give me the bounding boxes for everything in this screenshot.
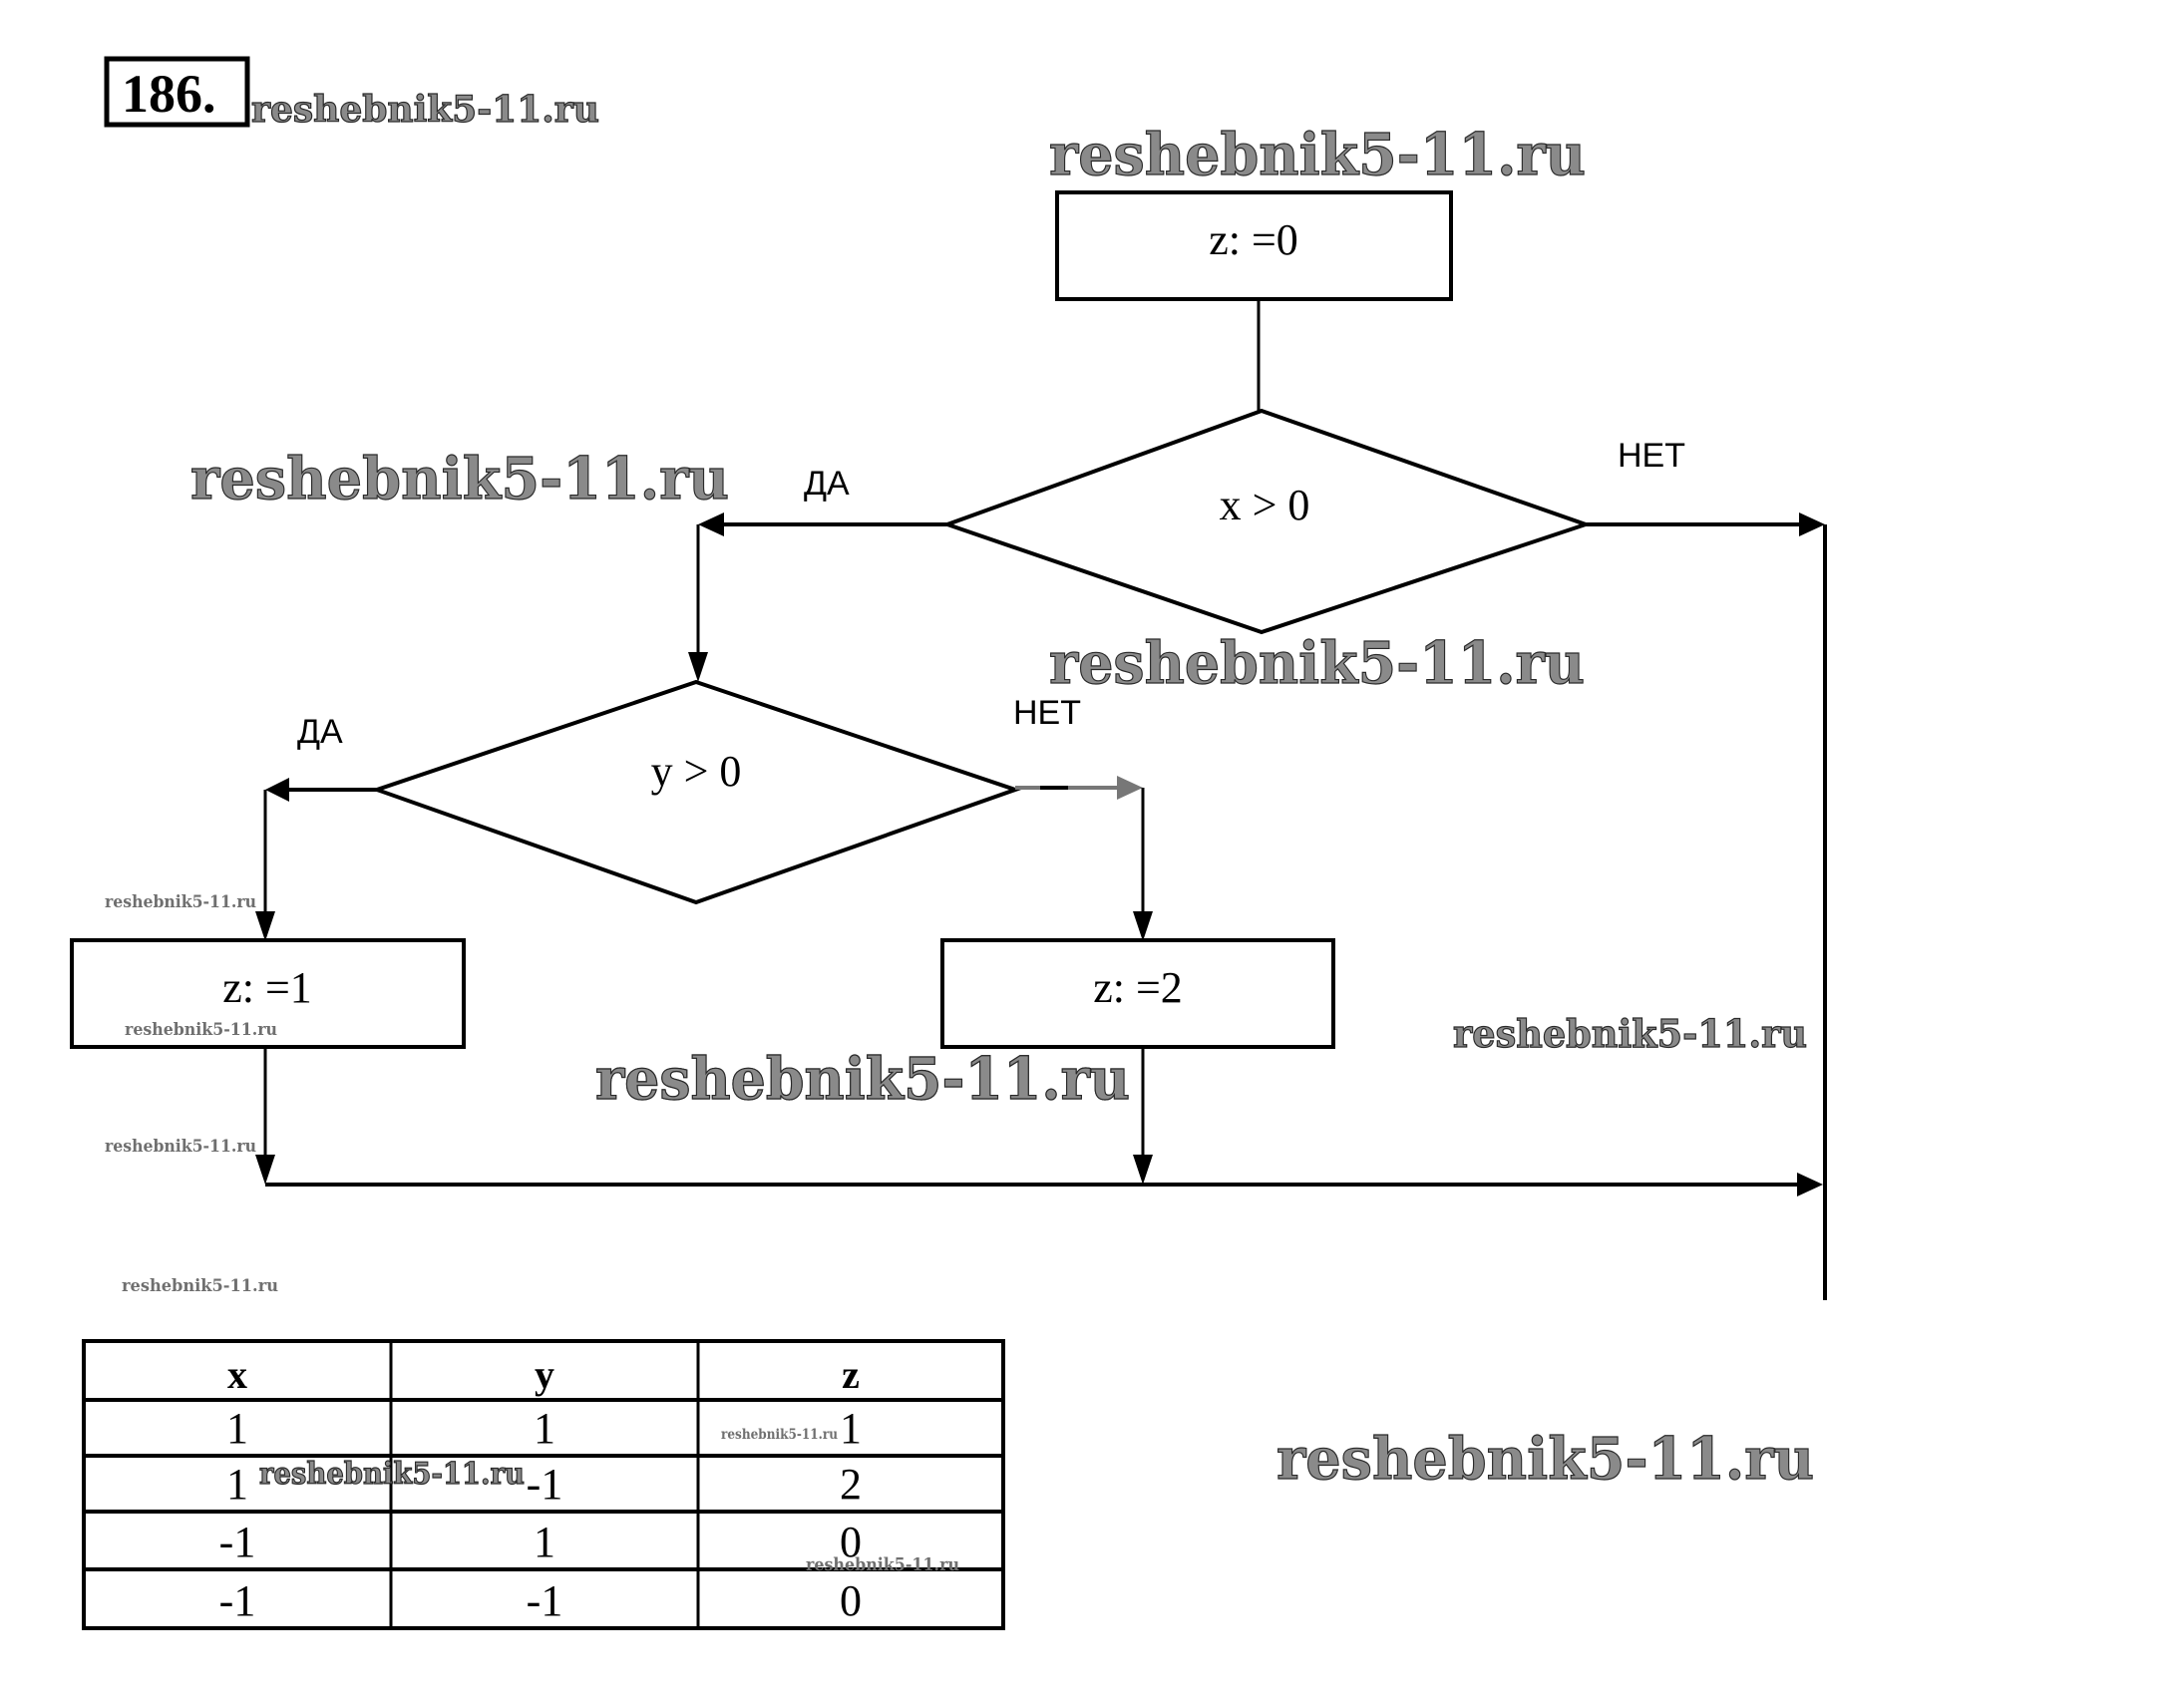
table-header-cell: x (227, 1352, 247, 1397)
decision-diamond (370, 679, 1022, 905)
watermark: reshebnik5-11.ru (190, 445, 729, 512)
problem-number-frame (104, 56, 250, 128)
watermark: reshebnik5-11.ru (251, 89, 599, 131)
table-cell: 1 (534, 1404, 555, 1453)
table-cell: -1 (219, 1576, 256, 1625)
process-box-yes: z: =1 (70, 938, 466, 1049)
watermark: reshebnik5-11.ru (595, 1045, 1130, 1113)
decision-y: y > 0 (370, 679, 1022, 905)
watermark-small: reshebnik5-11.ru (105, 892, 256, 912)
branch-yes-label: ДА (297, 713, 343, 751)
table-cell: -1 (527, 1576, 563, 1625)
process-box-no: z: =2 (940, 938, 1335, 1049)
table-cell: 0 (840, 1518, 862, 1566)
table-cell: 1 (840, 1404, 862, 1453)
branch-no-label: НЕТ (1013, 694, 1081, 732)
watermark: reshebnik5-11.ru (595, 1045, 1130, 1113)
process-box-start: z: =0 (1055, 190, 1453, 301)
arrowhead (265, 778, 289, 802)
arrowhead (255, 1155, 275, 1185)
table-row: -1 1 0 (219, 1518, 862, 1566)
problem-number-text: 186. (122, 64, 216, 124)
watermark-small: reshebnik5-11.ru (806, 1554, 959, 1575)
arrowhead (255, 911, 275, 941)
arrowhead (698, 512, 724, 536)
process-box-label: z: =1 (222, 963, 312, 1012)
arrowhead (1133, 1155, 1153, 1185)
decision-x: x > 0 (940, 408, 1593, 635)
table-cell: 1 (226, 1460, 248, 1509)
table-header-cell: y (535, 1352, 554, 1397)
table-header-cell: z (842, 1352, 860, 1397)
branch-yes-label: ДА (804, 465, 850, 503)
table-frame (82, 1339, 1005, 1630)
truth-table: x y z 1 1 1 1 -1 2 -1 1 0 -1 -1 0 (82, 1339, 1005, 1630)
problem-number: 186. (104, 56, 250, 128)
process-box-frame (940, 938, 1335, 1049)
table-cell: 2 (840, 1460, 862, 1509)
arrowhead (1797, 1173, 1823, 1196)
arrowhead (1133, 911, 1153, 941)
watermark: reshebnik5-11.ru (1453, 1011, 1807, 1056)
arrowhead (1117, 776, 1143, 800)
process-box-label: z: =0 (1209, 215, 1298, 264)
watermark: reshebnik5-11.ru (1276, 1425, 1814, 1493)
table-row: 1 1 1 (226, 1404, 862, 1453)
branch-no-label: НЕТ (1618, 437, 1685, 475)
watermark: reshebnik5-11.ru (259, 1457, 525, 1492)
decision-condition: y > 0 (651, 747, 742, 796)
table-row: -1 -1 0 (219, 1576, 862, 1625)
decision-diamond (940, 408, 1593, 635)
decision-condition: x > 0 (1220, 481, 1310, 529)
process-box-frame (70, 938, 466, 1049)
watermark-small: reshebnik5-11.ru (122, 1276, 278, 1296)
process-box-label: z: =2 (1093, 963, 1183, 1012)
table-cell: 1 (226, 1404, 248, 1453)
watermark: reshebnik5-11.ru (1049, 121, 1586, 188)
watermark-small: reshebnik5-11.ru (721, 1427, 838, 1443)
table-cell: 0 (840, 1576, 862, 1625)
table-cell: -1 (219, 1518, 256, 1566)
arrowhead (688, 652, 708, 682)
watermark-small: reshebnik5-11.ru (125, 1020, 277, 1040)
watermark-small: reshebnik5-11.ru (105, 1137, 256, 1157)
watermark: reshebnik5-11.ru (1049, 629, 1585, 697)
arrowhead (1799, 512, 1825, 536)
table-cell: -1 (527, 1460, 563, 1509)
process-box-frame (1055, 190, 1453, 301)
table-row: 1 -1 2 (226, 1460, 862, 1509)
table-cell: 1 (534, 1518, 555, 1566)
